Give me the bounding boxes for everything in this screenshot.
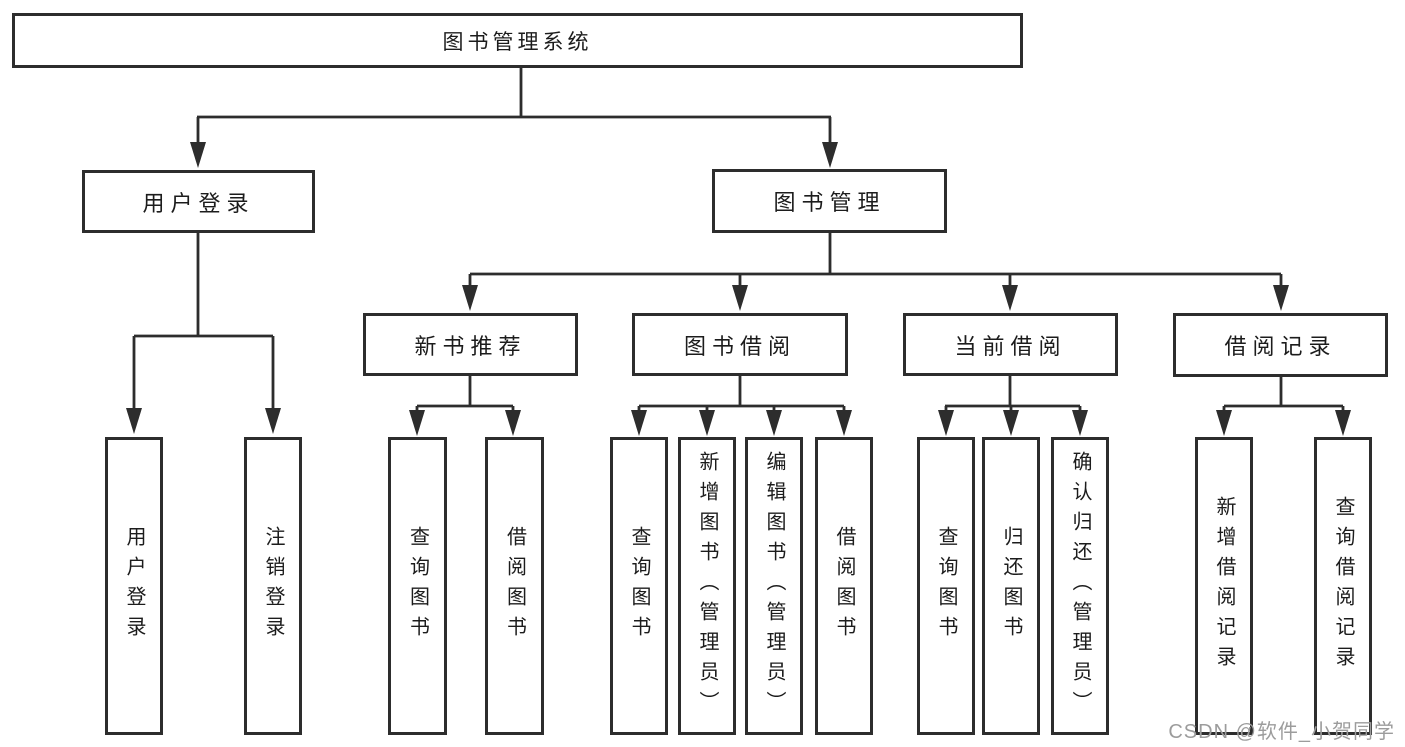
csdn-watermark: CSDN @软件_小贺同学 <box>1168 721 1395 743</box>
arrow-icon <box>766 410 782 436</box>
arrow-icon <box>1216 410 1232 436</box>
leaf-query-books-current: 查询图书 <box>917 437 975 735</box>
leaf-query-books-borrow: 查询图书 <box>610 437 668 735</box>
leaf-label: 查询图书 <box>406 526 429 646</box>
arrow-icon <box>1003 410 1019 436</box>
node-library-management-system: 图书管理系统 <box>12 13 1023 68</box>
leaf-label: 新增图书（管理员） <box>696 451 718 721</box>
leaf-label: 编辑图书（管理员） <box>763 451 785 721</box>
leaf-label: 确认归还（管理员） <box>1069 451 1091 721</box>
arrow-icon <box>822 142 838 168</box>
arrow-icon <box>699 410 715 436</box>
connector-tree <box>132 68 1345 412</box>
leaf-borrow-books: 借阅图书 <box>815 437 873 735</box>
node-borrow-records: 借阅记录 <box>1173 313 1388 377</box>
arrow-icon <box>1002 285 1018 311</box>
leaf-label: 注销登录 <box>262 526 284 646</box>
user-login-branch-connector <box>132 233 275 412</box>
leaf-edit-books-admin: 编辑图书（管理员） <box>745 437 803 735</box>
leaf-query-borrow-record: 查询借阅记录 <box>1314 437 1372 735</box>
arrow-icon <box>505 410 521 436</box>
leaf-add-books-admin: 新增图书（管理员） <box>678 437 736 735</box>
arrow-icon <box>462 285 478 311</box>
leaf-user-login: 用户登录 <box>105 437 163 735</box>
arrow-icon <box>836 410 852 436</box>
leaf-return-books: 归还图书 <box>982 437 1040 735</box>
book-management-branch-connector <box>468 233 1283 289</box>
root-connector <box>196 68 832 147</box>
leaf-confirm-return-admin: 确认归还（管理员） <box>1051 437 1109 735</box>
node-user-login: 用户登录 <box>82 170 315 233</box>
arrow-icon <box>190 142 206 168</box>
node-current-borrow: 当前借阅 <box>903 313 1118 376</box>
arrow-icon <box>265 408 281 434</box>
arrow-icon <box>1273 285 1289 311</box>
leaf-label: 新增借阅记录 <box>1213 496 1235 676</box>
leaf-label: 归还图书 <box>1000 526 1022 646</box>
leaf-label: 查询借阅记录 <box>1332 496 1354 676</box>
leaf-add-borrow-record: 新增借阅记录 <box>1195 437 1253 735</box>
leaf-logout: 注销登录 <box>244 437 302 735</box>
arrow-icon <box>1335 410 1351 436</box>
arrowheads <box>126 142 1351 436</box>
leaf-query-books-recommend: 查询图书 <box>388 437 447 735</box>
arrow-icon <box>126 408 142 434</box>
node-book-borrow: 图书借阅 <box>632 313 848 376</box>
leaf-borrow-books-recommend: 借阅图书 <box>485 437 544 735</box>
arrow-icon <box>732 285 748 311</box>
arrow-icon <box>938 410 954 436</box>
arrow-icon <box>409 410 425 436</box>
leaf-label: 借阅图书 <box>503 526 526 646</box>
leaf-label: 用户登录 <box>123 526 145 646</box>
leaf-label: 查询图书 <box>628 526 650 646</box>
arrow-icon <box>1072 410 1088 436</box>
leaf-label: 借阅图书 <box>833 526 855 646</box>
group-connectors <box>415 376 1345 412</box>
node-book-management: 图书管理 <box>712 169 947 233</box>
node-new-book-recommend: 新书推荐 <box>363 313 578 376</box>
arrow-icon <box>631 410 647 436</box>
leaf-label: 查询图书 <box>935 526 957 646</box>
